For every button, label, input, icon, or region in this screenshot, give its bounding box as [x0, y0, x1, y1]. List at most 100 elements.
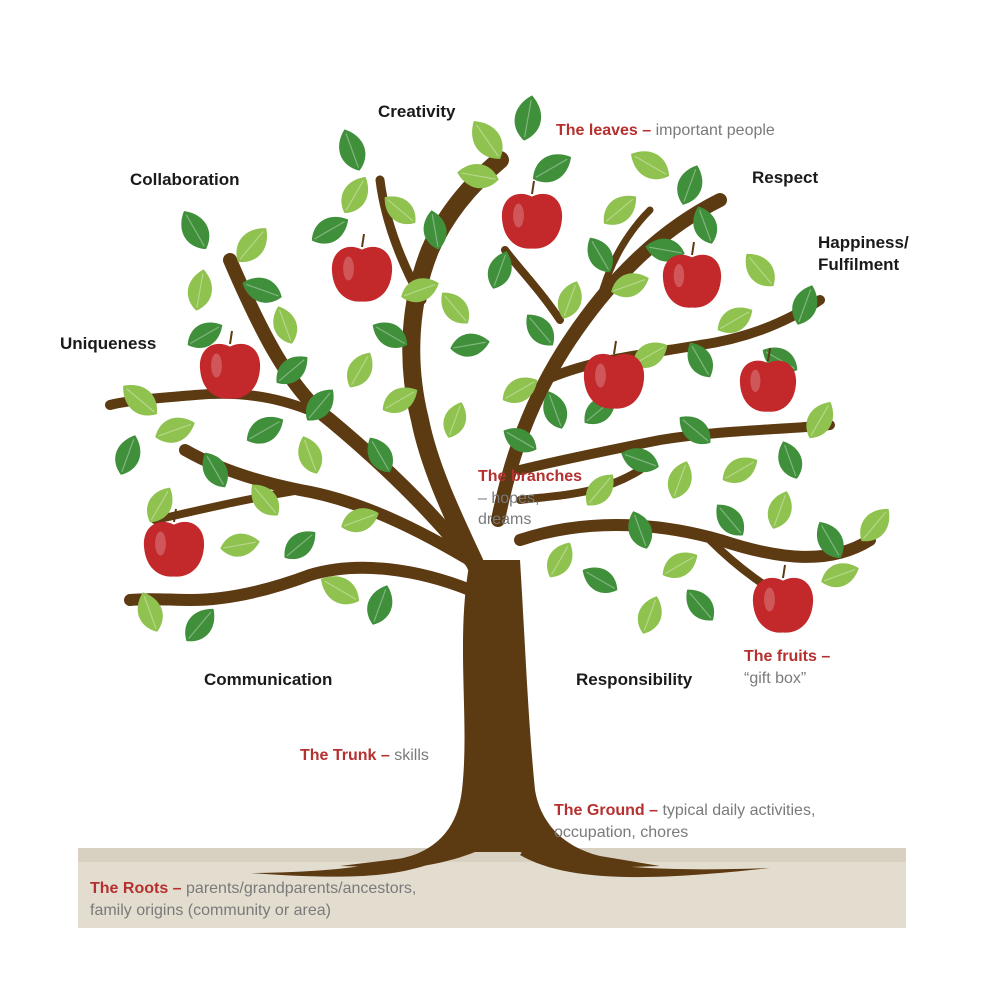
- apple-icon: [662, 241, 722, 308]
- leaves: [115, 95, 890, 642]
- leaf-icon: [722, 457, 758, 484]
- leaf-icon: [123, 385, 157, 416]
- leaf-icon: [611, 273, 649, 298]
- branch-12: [514, 519, 876, 563]
- fruits: [143, 180, 814, 633]
- leaf-icon: [806, 401, 834, 439]
- leaf-icon: [767, 491, 792, 529]
- leaf-icon: [423, 210, 447, 250]
- leaf-icon: [502, 377, 538, 404]
- leaf-icon: [686, 589, 715, 621]
- leaf-icon: [630, 151, 670, 180]
- leaf-icon: [115, 435, 141, 475]
- leaf-icon: [367, 585, 393, 625]
- leaf-icon: [367, 437, 394, 473]
- value-creativity: Creativity: [378, 102, 456, 121]
- leaf-icon: [693, 206, 718, 244]
- root-right: [520, 842, 770, 878]
- leaf-icon: [382, 387, 418, 414]
- leaf-icon: [305, 389, 334, 421]
- annotation-trunk-title: The Trunk –: [300, 747, 390, 764]
- leaf-icon: [543, 391, 568, 429]
- leaf-icon: [384, 196, 416, 225]
- annotation-fruits-desc: “gift box”: [744, 669, 807, 687]
- leaf-icon: [526, 314, 555, 346]
- value-happiness: Happiness/ Fulfilment: [818, 232, 909, 276]
- apple-icon: [739, 347, 797, 412]
- leaf-icon: [251, 484, 280, 516]
- annotation-branches-desc-line1: – hopes,: [478, 489, 540, 507]
- annotation-trunk: The Trunk – skills: [300, 745, 429, 767]
- leaf-icon: [155, 417, 195, 443]
- value-responsibility: Responsibility: [576, 670, 693, 689]
- leaf-icon: [645, 238, 685, 262]
- apple-icon: [199, 330, 261, 399]
- annotation-roots-desc-line1: parents/grandparents/ancestors,: [186, 880, 417, 897]
- leaf-icon: [187, 322, 223, 349]
- leaf-icon: [339, 129, 366, 171]
- annotation-roots-title: The Roots –: [90, 880, 182, 897]
- leaf-icon: [637, 596, 662, 634]
- branch-8: [491, 193, 727, 527]
- annotation-branches-desc-line2: dreams: [478, 511, 532, 529]
- leaf-icon: [816, 521, 844, 559]
- value-happiness-line2: Fulfilment: [818, 255, 900, 275]
- annotation-ground-title: The Ground –: [554, 802, 658, 819]
- leaf-icon: [311, 216, 349, 244]
- leaf-icon: [450, 333, 490, 357]
- annotation-roots-desc-line2: family origins (community or area): [90, 901, 331, 919]
- leaf-icon: [677, 165, 703, 205]
- leaf-icon: [372, 322, 408, 349]
- leaf-icon: [443, 402, 467, 438]
- annotation-branches-title: The branches: [478, 468, 583, 485]
- leaf-icon: [821, 563, 859, 588]
- leaf-icon: [662, 552, 698, 579]
- leaf-icon: [276, 356, 308, 385]
- leaf-icon: [181, 210, 210, 250]
- leaf-icon: [745, 253, 775, 287]
- apple-icon: [752, 564, 814, 633]
- leaf-icon: [557, 281, 582, 319]
- branch-15: [596, 206, 654, 304]
- ground-band-shade: [78, 848, 906, 862]
- root-left: [250, 840, 465, 877]
- leaf-icon: [246, 416, 284, 444]
- leaf-icon: [146, 487, 173, 523]
- leaf-icon: [472, 121, 503, 159]
- leaf-icon: [441, 292, 470, 324]
- leaf-icon: [187, 269, 212, 311]
- annotation-roots: The Roots – parents/grandparents/ancesto…: [90, 878, 416, 921]
- leaf-icon: [632, 342, 668, 369]
- trunk: [340, 560, 660, 868]
- leaf-icon: [242, 277, 282, 303]
- branch-7: [124, 561, 476, 607]
- leaf-icon: [320, 576, 360, 605]
- leaf-icon: [778, 441, 803, 479]
- leaf-icon: [582, 567, 618, 594]
- annotation-branches: The branches ​– hopes, dreams: [478, 466, 582, 531]
- leaf-icon: [860, 508, 890, 542]
- branch-1: [402, 151, 509, 579]
- leaf-icon: [716, 504, 745, 536]
- leaf-icon: [621, 448, 659, 473]
- leaf-icon: [503, 428, 537, 453]
- leaf-icon: [341, 176, 369, 214]
- leaf-icon: [185, 608, 215, 642]
- leaf-icon: [202, 452, 229, 488]
- leaf-icon: [585, 474, 614, 506]
- branch-14: [501, 246, 564, 324]
- leaf-icon: [603, 195, 637, 225]
- value-uniqueness: Uniqueness: [60, 334, 157, 353]
- leaf-icon: [792, 285, 818, 325]
- leaf-icon: [341, 508, 379, 533]
- value-communication: Communication: [204, 670, 333, 689]
- value-happiness-line1: Happiness/: [818, 233, 909, 252]
- annotation-fruits-title: The fruits –: [744, 648, 831, 665]
- leaf-icon: [137, 592, 163, 632]
- value-collaboration: Collaboration: [130, 170, 240, 189]
- annotation-trunk-desc: skills: [394, 747, 429, 764]
- branch-6: [151, 486, 304, 524]
- annotation-ground: The Ground – typical daily activities, o…: [554, 800, 815, 843]
- apple-icon: [331, 233, 393, 302]
